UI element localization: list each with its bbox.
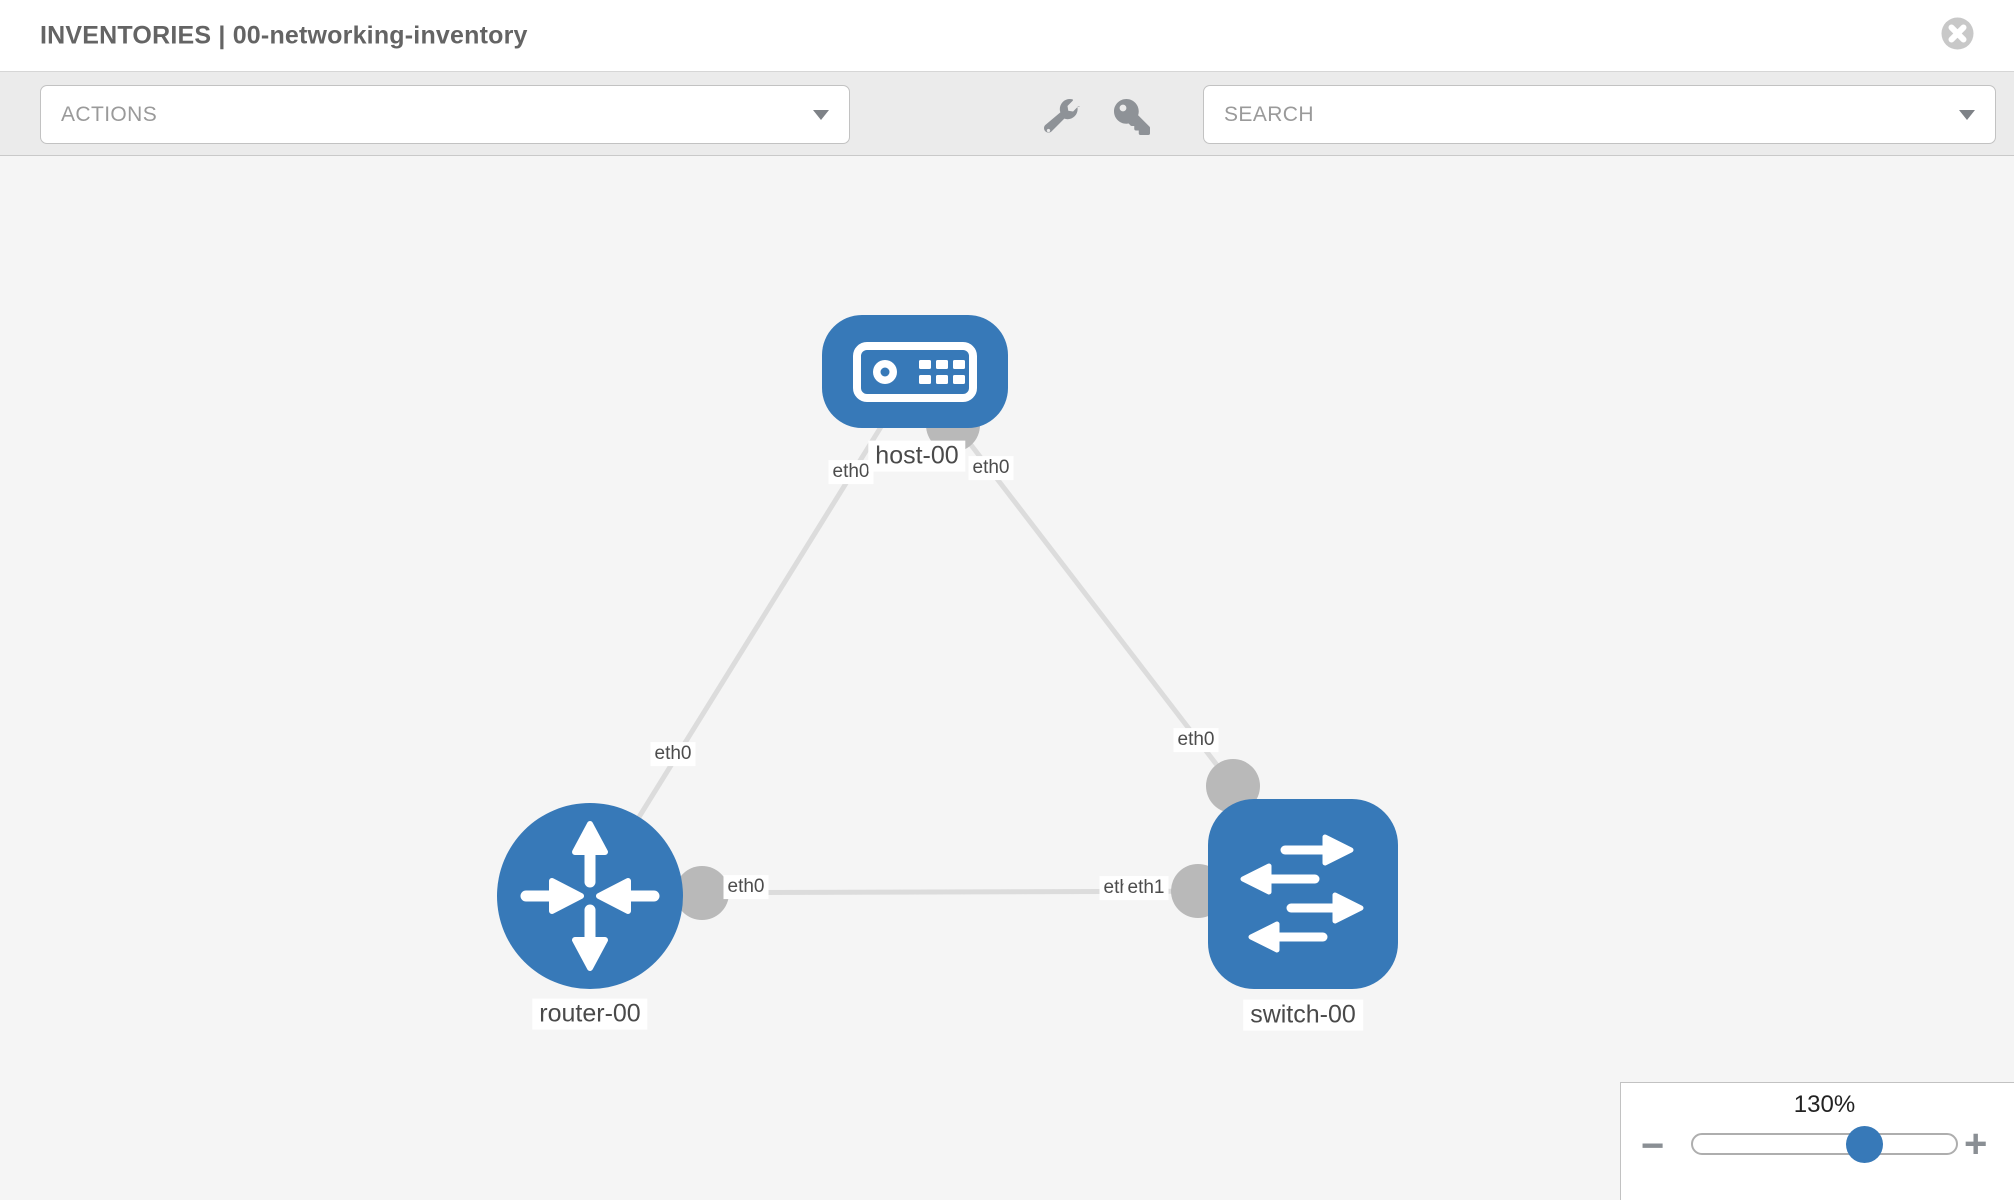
zoom-out-button[interactable]: − <box>1641 1124 1665 1168</box>
zoom-panel: 130% − + <box>1620 1082 2014 1200</box>
zoom-slider-thumb[interactable] <box>1846 1126 1883 1163</box>
interface-label: eth0 <box>723 875 769 899</box>
page-title: INVENTORIES | 00-networking-inventory <box>40 21 528 49</box>
node-switch-00[interactable] <box>1208 799 1398 989</box>
interface-label: eth0 <box>968 456 1014 480</box>
wrench-icon <box>1043 99 1080 133</box>
chevron-down-icon <box>1959 109 1975 120</box>
router-icon <box>520 821 660 971</box>
header: INVENTORIES | 00-networking-inventory <box>0 0 2014 72</box>
interface-label: eth1 <box>1123 876 1169 900</box>
search-dropdown-label: SEARCH <box>1224 102 1314 126</box>
actions-dropdown-label: ACTIONS <box>61 102 158 126</box>
configure-button[interactable] <box>1043 99 1080 135</box>
node-router-00[interactable] <box>497 803 683 989</box>
interface-dot-switch-top <box>1206 759 1260 813</box>
interface-dot-router <box>675 866 729 920</box>
actions-dropdown[interactable]: ACTIONS <box>40 85 850 144</box>
close-icon <box>1941 17 1974 50</box>
toolbar: ACTIONS SEARCH <box>0 72 2014 156</box>
zoom-level-value: 130% <box>1793 1091 1856 1118</box>
link-router-host <box>587 370 918 898</box>
host-icon <box>853 342 977 402</box>
node-label-host[interactable]: host-00 <box>868 440 966 472</box>
switch-icon <box>1240 834 1364 953</box>
interface-label: eth0 <box>650 742 696 766</box>
node-label-router[interactable]: router-00 <box>532 998 648 1030</box>
zoom-in-button[interactable]: + <box>1964 1122 1988 1166</box>
zoom-slider-track[interactable] <box>1691 1133 1958 1155</box>
close-button[interactable] <box>1941 17 1974 50</box>
key-icon <box>1114 99 1150 135</box>
interface-label: eth0 <box>1173 728 1219 752</box>
topology-canvas[interactable]: host-00 eth0 eth0 eth0 eth0 eth0 eth0 et… <box>0 156 2014 1200</box>
node-label-switch[interactable]: switch-00 <box>1243 999 1363 1031</box>
node-host-00[interactable] <box>822 315 1008 428</box>
interface-dots <box>675 398 1260 920</box>
chevron-down-icon <box>813 109 829 120</box>
credentials-button[interactable] <box>1114 99 1150 135</box>
search-dropdown[interactable]: SEARCH <box>1203 85 1996 144</box>
interface-label: eth0 <box>828 460 874 484</box>
